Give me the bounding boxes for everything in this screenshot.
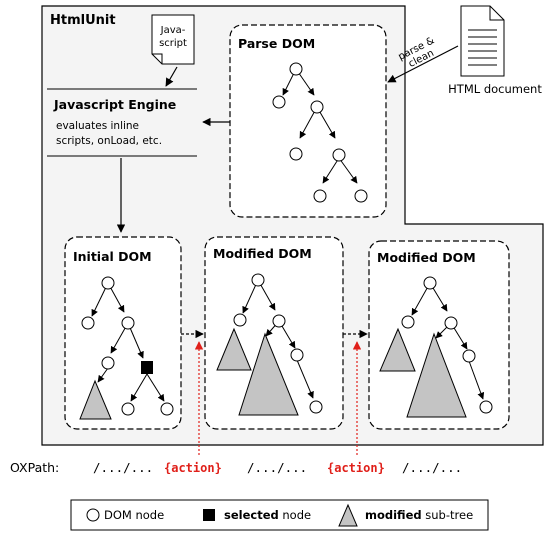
legend-dom-node-icon	[86, 508, 100, 522]
legend-dom-node-label: DOM node	[104, 508, 164, 522]
legend-modified-bold: modified	[365, 508, 422, 522]
legend-selected-node-icon	[203, 509, 215, 521]
parse-dom-title: Parse DOM	[238, 36, 315, 51]
legend: DOM node selected node modified sub-tree	[70, 499, 489, 531]
html-document-label: HTML document	[448, 82, 542, 96]
legend-modified-subtree-icon	[338, 503, 358, 527]
parse-dom-panel: Parse DOM	[229, 24, 387, 218]
oxpath-step-2: /.../...	[247, 460, 307, 475]
oxpath-action-2: {action}	[327, 461, 385, 475]
modified-subtree-small-1	[216, 327, 252, 371]
engine-desc-2: scripts, onLoad, etc.	[56, 135, 162, 147]
htmlunit-title: HtmlUnit	[50, 13, 116, 28]
html-document-icon	[460, 5, 505, 77]
oxpath-step-1: /.../...	[93, 460, 153, 475]
modified-dom-tree-1	[216, 273, 323, 416]
initial-dom-tree	[79, 276, 174, 420]
javascript-file-label-2: script	[159, 38, 187, 49]
javascript-file-icon: Java- script	[151, 14, 195, 65]
initial-subtree-triangle	[79, 379, 112, 420]
modified-dom-title-1: Modified DOM	[213, 246, 312, 261]
javascript-file-label-1: Java-	[160, 25, 186, 36]
modified-dom-title-2: Modified DOM	[377, 250, 476, 265]
parse-dom-tree	[272, 62, 368, 203]
document-to-parse-arrow	[387, 45, 459, 83]
modified-dom-tree-2	[379, 276, 493, 418]
modified-dom-panel-2: Modified DOM	[368, 240, 510, 430]
legend-selected-bold: selected	[224, 508, 279, 522]
initial-dom-panel: Initial DOM	[64, 236, 182, 430]
oxpath-step-3: /.../...	[402, 460, 462, 475]
legend-selected-rest: node	[279, 508, 311, 522]
engine-desc-1: evaluates inline	[56, 120, 139, 132]
file-to-engine-arrow	[165, 66, 178, 87]
oxpath-action-1: {action}	[164, 461, 222, 475]
legend-modified-label: modified sub-tree	[365, 508, 473, 522]
oxpath-label: OXPath:	[10, 460, 59, 475]
selected-node-marker	[141, 361, 153, 374]
legend-modified-rest: sub-tree	[422, 508, 474, 522]
modified-dom-panel-1: Modified DOM	[204, 236, 344, 430]
initial-dom-title: Initial DOM	[73, 249, 152, 264]
modified-subtree-large-1	[238, 332, 299, 416]
modified-subtree-large-2	[406, 332, 467, 418]
legend-selected-label: selected node	[224, 508, 311, 522]
engine-title: Javascript Engine	[53, 97, 176, 112]
modified-subtree-small-2	[379, 327, 416, 372]
